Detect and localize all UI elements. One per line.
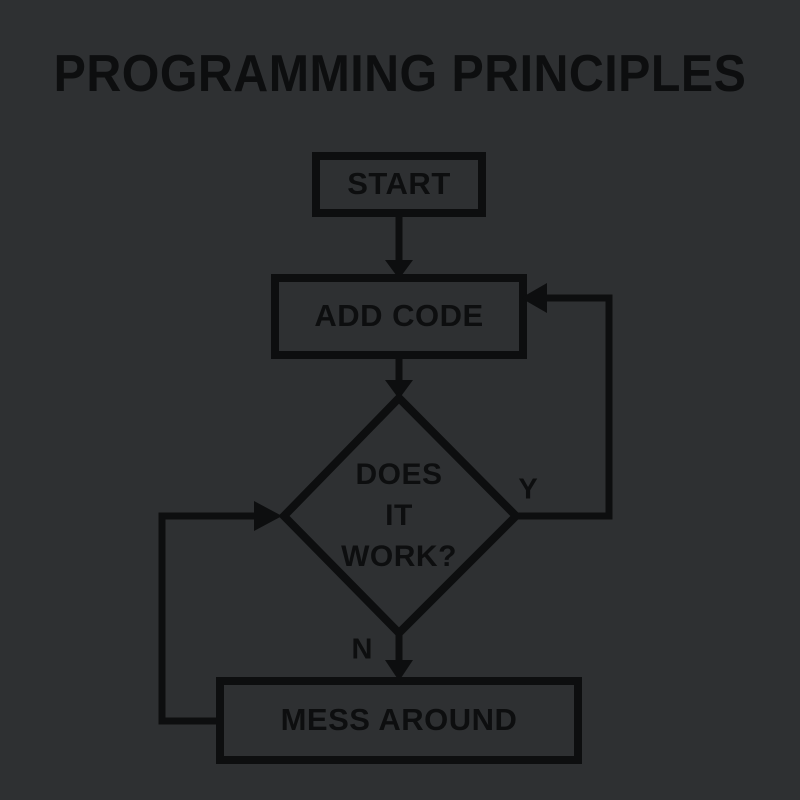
decision-label-line-1: DOES [355,458,442,491]
edge-line [158,512,256,725]
edge-start-to-add-code [385,213,413,279]
branch-label-no: N [352,634,373,666]
arrow-head-down [385,660,413,681]
add-code-label: ADD CODE [314,298,483,333]
decision-label-line-2: IT [385,499,413,532]
branch-label-yes: Y [518,474,537,506]
edge-mess-around-to-decision [158,501,282,725]
node-decision: DOES IT WORK? [278,392,522,639]
edge-decision-no-to-mess-around: N [352,633,413,681]
node-add-code: ADD CODE [271,274,527,359]
arrow-head-down [385,380,413,399]
start-label: START [347,166,451,201]
node-start: START [312,152,486,217]
arrow-head-down [385,260,413,279]
arrow-head-left [521,283,547,313]
arrow-head-right [254,501,282,531]
decision-label-line-3: WORK? [341,540,457,573]
edge-line [516,294,613,520]
edge-add-code-to-decision [385,355,413,399]
page-title: PROGRAMMING PRINCIPLES [53,45,747,103]
node-mess-around: MESS AROUND [216,677,582,764]
mess-around-label: MESS AROUND [281,702,518,737]
edge-decision-yes-to-add-code: Y [516,283,613,520]
